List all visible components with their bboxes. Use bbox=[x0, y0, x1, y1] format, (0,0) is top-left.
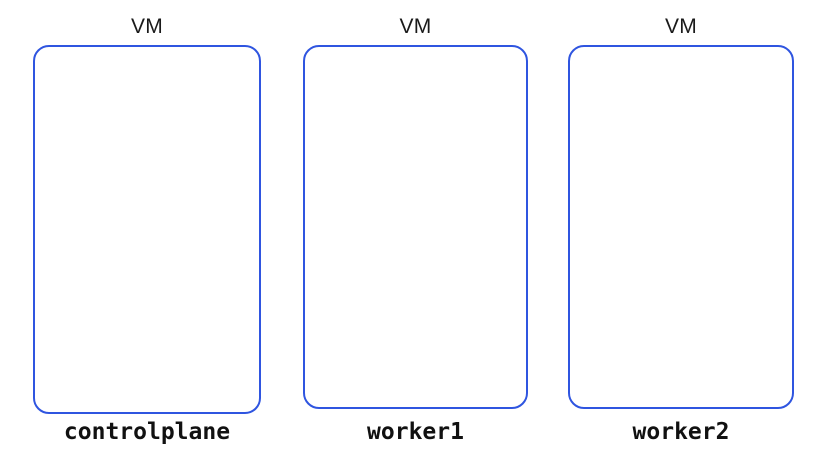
vm-box[interactable] bbox=[568, 45, 794, 409]
vm-name-label: worker1 bbox=[367, 419, 464, 445]
vm-type-label: VM bbox=[664, 15, 698, 38]
vm-node-worker1[interactable]: VM worker1 bbox=[303, 0, 528, 449]
vm-box[interactable] bbox=[303, 45, 528, 409]
vm-box[interactable] bbox=[33, 45, 261, 414]
vm-node-worker2[interactable]: VM worker2 bbox=[568, 0, 794, 449]
vm-name-label: worker2 bbox=[632, 419, 730, 445]
vm-name-label: controlplane bbox=[63, 419, 231, 445]
vm-type-label: VM bbox=[399, 15, 432, 38]
vm-node-controlplane[interactable]: VM controlplane bbox=[33, 0, 261, 449]
vm-type-label: VM bbox=[130, 15, 164, 38]
